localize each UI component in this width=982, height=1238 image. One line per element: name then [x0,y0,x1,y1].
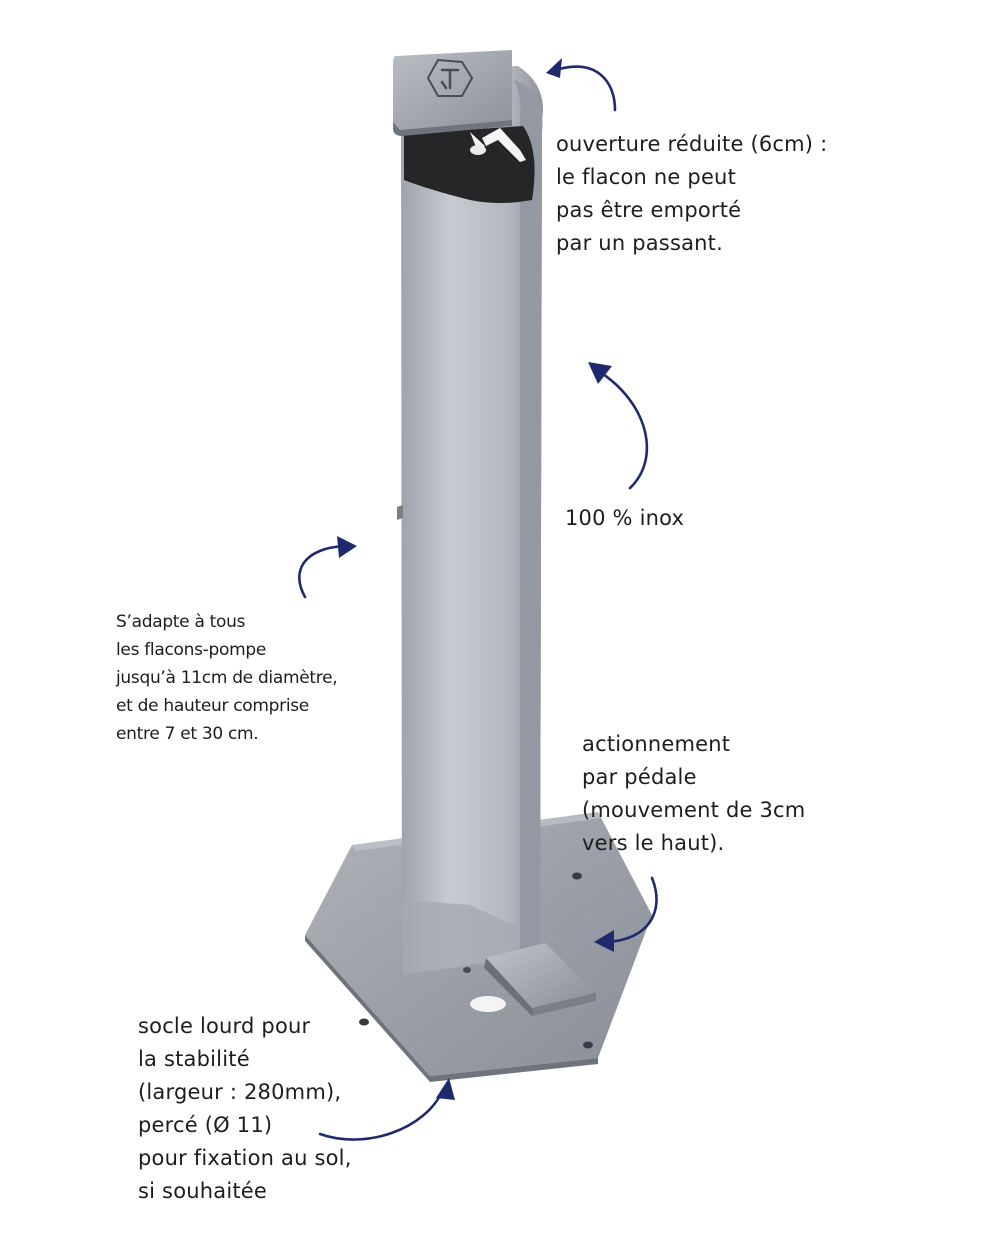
annotation-pedal: actionnement par pédale (mouvement de 3c… [582,728,805,860]
annotation-line: (mouvement de 3cm [582,798,806,822]
arrow-pedal [594,876,658,952]
arrow-adapt [298,536,357,599]
lid [393,50,512,136]
annotation-line: par un passant. [556,231,723,255]
annotation-line: percé (Ø 11) [138,1113,273,1137]
pole [397,66,543,975]
annotation-line: et de hauteur comprise [116,696,309,716]
opening [404,126,535,203]
pedal [463,943,596,1016]
arrow-material [588,362,649,490]
annotation-opening: ouverture réduite (6cm) : le flacon ne p… [556,128,827,260]
arrow-base [318,1078,455,1141]
annotation-line: entre 7 et 30 cm. [116,724,259,744]
brand-logo-icon [426,58,474,97]
annotation-line: jusqu’à 11cm de diamètre, [116,668,338,688]
annotation-line: ouverture réduite (6cm) : [556,132,828,156]
annotation-line: 100 % inox [565,506,685,530]
annotation-line: (largeur : 280mm), [138,1080,342,1104]
annotation-line: pour fixation au sol, [138,1146,352,1170]
annotation-line: la stabilité [138,1047,250,1071]
arrows [298,58,658,1141]
pedal-slot [470,996,506,1012]
annotation-line: vers le haut). [582,831,725,855]
annotation-line: socle lourd pour [138,1014,311,1038]
annotation-base: socle lourd pour la stabilité (largeur :… [138,1010,352,1208]
fixing-hole [583,1041,593,1049]
annotation-adapt: S’adapte à tous les flacons-pompe jusqu’… [116,608,338,748]
annotation-material: 100 % inox [565,502,684,535]
annotation-line: si souhaitée [138,1179,268,1203]
annotation-line: pas être emporté [556,198,742,222]
fixing-hole [359,1018,369,1026]
annotation-line: par pédale [582,765,697,789]
fixing-hole [572,872,582,880]
annotation-line: S’adapte à tous [116,612,246,632]
annotation-line: les flacons-pompe [116,640,266,660]
arrow-opening [546,58,617,112]
annotation-line: le flacon ne peut [556,165,737,189]
annotation-line: actionnement [582,732,731,756]
